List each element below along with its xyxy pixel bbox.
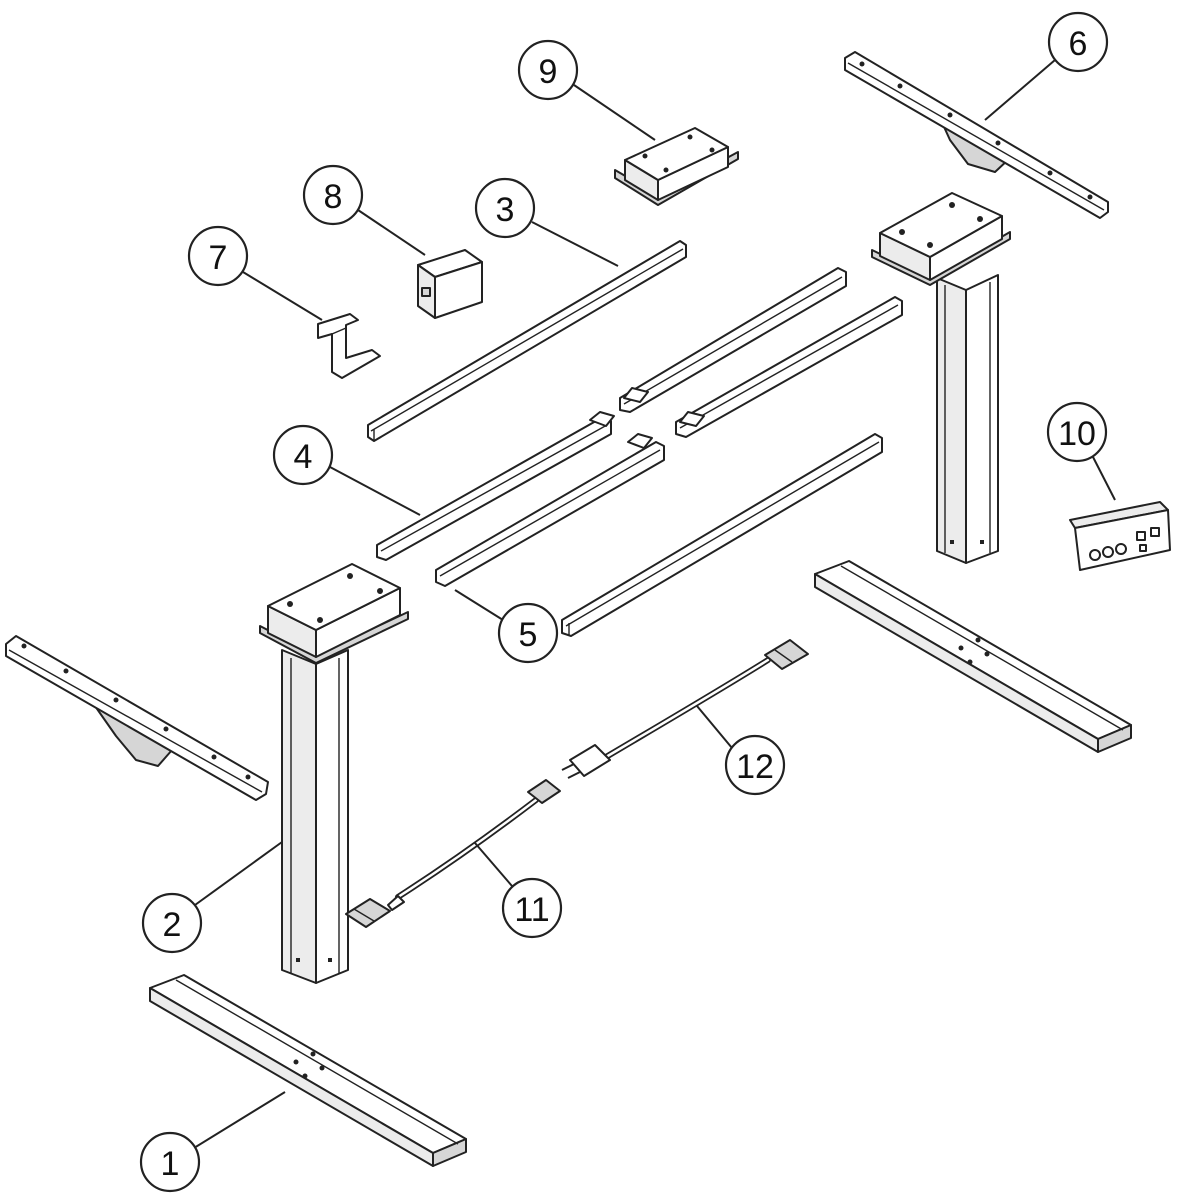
callout-4: 4 xyxy=(272,424,421,516)
callout-1-label: 1 xyxy=(161,1145,180,1183)
callout-7: 7 xyxy=(187,225,323,321)
callout-12-label: 12 xyxy=(736,748,774,786)
control-box xyxy=(614,127,739,206)
callout-10-label: 10 xyxy=(1058,415,1096,453)
callout-4-label: 4 xyxy=(294,438,313,476)
beam-section-upper-right xyxy=(675,296,903,438)
callout-6-label: 6 xyxy=(1069,25,1088,63)
beam-section-lower-left xyxy=(376,411,615,561)
callout-1: 1 xyxy=(139,1091,286,1193)
cable-clip xyxy=(317,313,381,379)
base-foot-right xyxy=(814,560,1132,753)
callout-8: 8 xyxy=(302,164,426,256)
callout-11-label: 11 xyxy=(514,891,549,929)
beam-section-upper-left xyxy=(619,267,847,413)
lifting-column-left xyxy=(259,563,409,984)
callout-9: 9 xyxy=(517,39,656,141)
base-foot-left xyxy=(149,974,467,1167)
callout-7-label: 7 xyxy=(209,239,228,277)
callout-3-label: 3 xyxy=(496,191,515,229)
callout-5-label: 5 xyxy=(519,616,538,654)
top-bracket-left xyxy=(5,635,269,801)
power-cord xyxy=(561,639,809,779)
callout-10: 10 xyxy=(1046,401,1116,501)
callout-6: 6 xyxy=(984,11,1109,121)
callout-11: 11 xyxy=(474,842,563,939)
callout-2: 2 xyxy=(141,841,283,954)
callout-3: 3 xyxy=(474,177,619,267)
callout-8-label: 8 xyxy=(324,178,343,216)
small-module xyxy=(417,249,483,319)
hand-control xyxy=(1069,501,1171,571)
callout-9-label: 9 xyxy=(539,53,558,91)
lifting-column-right xyxy=(871,192,1011,564)
callout-2-label: 2 xyxy=(163,906,182,944)
callout-5: 5 xyxy=(454,589,559,664)
top-bracket-right xyxy=(844,51,1109,219)
beam-section-lower-right xyxy=(435,433,665,587)
callout-12: 12 xyxy=(696,705,786,796)
motor-cable xyxy=(345,779,561,928)
cross-beam-upper xyxy=(367,240,687,442)
cross-beam-lower xyxy=(561,433,883,637)
